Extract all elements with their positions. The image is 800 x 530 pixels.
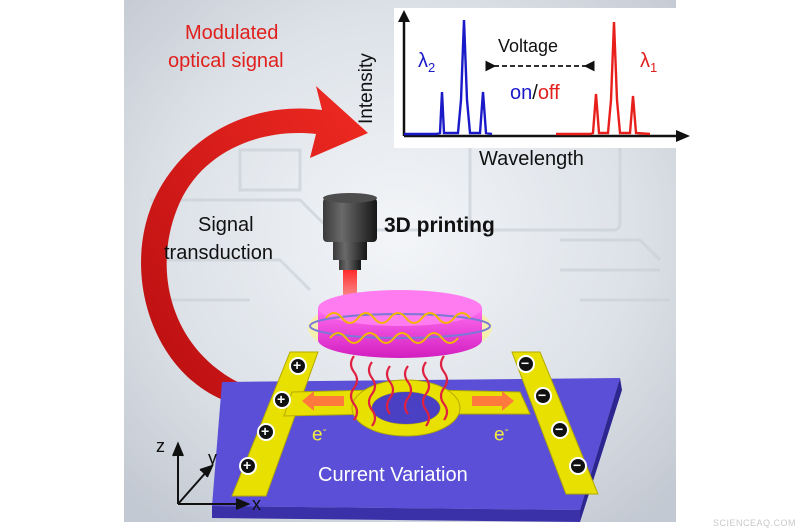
electron-right-symbol: e <box>494 424 505 446</box>
current-variation-label: Current Variation <box>318 464 468 486</box>
plus-glyph-2: + <box>277 391 286 407</box>
lambda1-symbol: λ <box>640 50 650 72</box>
minus-glyph-1: − <box>521 355 530 371</box>
plus-glyph-3: + <box>261 423 270 439</box>
terminal-minus-3 <box>551 421 569 439</box>
minus-glyph-3: − <box>555 421 564 437</box>
terminal-plus-4 <box>239 457 257 475</box>
coordinate-axes <box>172 441 251 510</box>
wavelength-label: Wavelength <box>479 148 584 170</box>
terminal-minus-2 <box>534 387 552 405</box>
terminal-minus-4 <box>569 457 587 475</box>
modulated-label-line1: Modulated <box>185 22 279 44</box>
terminal-minus-1 <box>517 355 535 373</box>
blue-spectrum-line <box>404 19 493 136</box>
lambda1-subscript: 1 <box>650 60 658 75</box>
electron-arrow-left <box>302 391 344 411</box>
axis-y-label: y <box>208 448 217 468</box>
printed-disc <box>308 290 492 358</box>
plus-glyph-1: + <box>293 357 302 373</box>
positive-terminals <box>239 357 307 475</box>
off-label: off <box>537 82 560 104</box>
negative-terminals <box>517 355 587 475</box>
signal-arrow <box>141 86 368 402</box>
axis-x-label: x <box>252 494 261 514</box>
electron-left-symbol: e <box>312 424 323 446</box>
red-spectrum-line <box>556 21 651 136</box>
electron-label-left: e- <box>312 422 327 446</box>
terminal-plus-1 <box>289 357 307 375</box>
on-off-label: on/off <box>510 82 560 105</box>
lambda2-symbol: λ <box>418 50 428 72</box>
emission-waves <box>349 355 449 427</box>
watermark: SCIENCEAQ.COM <box>712 518 796 528</box>
electron-arrow-right <box>472 391 514 411</box>
lambda2-subscript: 2 <box>428 60 436 75</box>
intensity-label: Intensity <box>356 53 377 124</box>
signal-label-line2: transduction <box>164 242 273 264</box>
electron-label-right: e- <box>494 422 509 446</box>
terminal-plus-3 <box>257 423 275 441</box>
signal-label-line1: Signal <box>198 214 254 236</box>
terminal-plus-2 <box>273 391 291 409</box>
electron-left-charge: - <box>322 422 327 436</box>
printing-label: 3D printing <box>384 214 495 237</box>
lambda2-label: λ2 <box>418 50 435 75</box>
plus-glyph-4: + <box>243 457 252 473</box>
minus-glyph-2: − <box>538 387 547 403</box>
voltage-label: Voltage <box>498 36 559 56</box>
modulated-label-line2: optical signal <box>168 50 284 72</box>
minus-glyph-4: − <box>573 457 582 473</box>
electron-right-charge: - <box>504 422 509 436</box>
lambda1-label: λ1 <box>640 50 657 75</box>
slash-label: / <box>532 82 538 104</box>
on-label: on <box>510 82 533 104</box>
spectrum-plot <box>394 8 694 148</box>
y-axis <box>177 469 209 505</box>
printer-head <box>323 193 377 270</box>
axis-z-label: z <box>156 436 165 456</box>
